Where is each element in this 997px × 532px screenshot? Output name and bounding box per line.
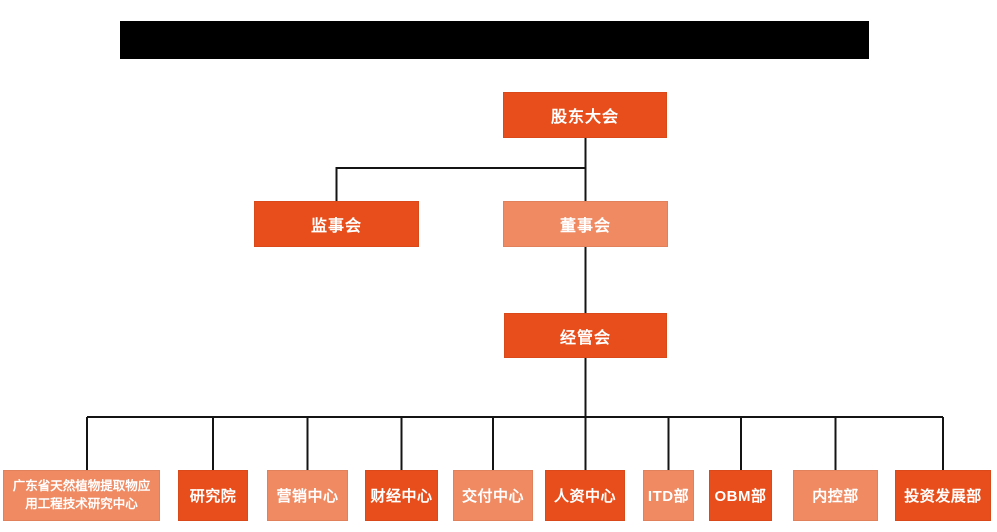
dept-label: 投资发展部	[904, 488, 982, 505]
node-supervisory-board-label: 监事会	[310, 218, 362, 235]
dept-label: 财经中心	[370, 488, 433, 505]
redacted-title-bar	[120, 21, 869, 59]
node-dept-research-institute: 研究院	[178, 470, 248, 521]
dept-label: OBM部	[714, 488, 767, 505]
dept-label: 交付中心	[461, 488, 524, 505]
dept-label: ITD部	[647, 488, 690, 505]
dept-label: 人资中心	[553, 488, 616, 505]
dept-label: 内控部	[812, 488, 859, 505]
dept-label: 研究院	[189, 488, 237, 505]
node-supervisory-board: 监事会	[254, 201, 419, 247]
node-board-of-directors: 董事会	[503, 201, 668, 247]
node-dept-research-center: 广东省天然植物提取物应用工程技术研究中心	[3, 470, 160, 521]
node-dept-investment-development: 投资发展部	[895, 470, 991, 521]
node-shareholders-meeting-label: 股东大会	[550, 109, 619, 126]
node-dept-hr-center: 人资中心	[545, 470, 625, 521]
node-dept-finance-center: 财经中心	[365, 470, 438, 521]
node-shareholders-meeting: 股东大会	[503, 92, 667, 138]
dept-label: 广东省天然植物提取物应用工程技术研究中心	[12, 479, 151, 511]
node-dept-itd: ITD部	[643, 470, 694, 521]
node-dept-internal-control: 内控部	[793, 470, 878, 521]
dept-label: 营销中心	[276, 488, 339, 505]
node-management-committee-label: 经管会	[559, 329, 611, 347]
node-dept-delivery-center: 交付中心	[453, 470, 533, 521]
node-dept-marketing-center: 营销中心	[267, 470, 348, 521]
node-board-of-directors-label: 董事会	[559, 218, 611, 235]
node-dept-obm: OBM部	[709, 470, 772, 521]
node-management-committee: 经管会	[504, 313, 667, 358]
